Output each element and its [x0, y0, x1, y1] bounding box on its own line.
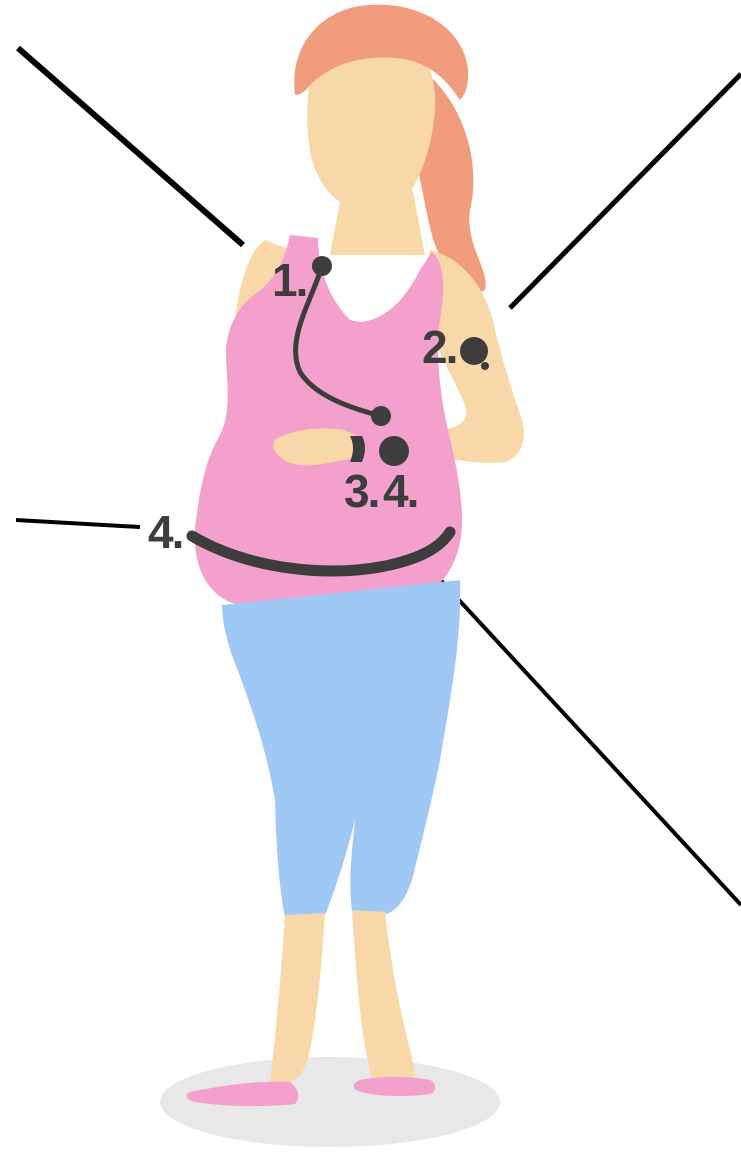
- chest-sensor-end-icon: [371, 406, 391, 426]
- arm-sensor-icon: [460, 337, 488, 365]
- watch-icon: [379, 436, 409, 466]
- label-watch: 4.: [383, 465, 417, 517]
- left-leg: [270, 913, 325, 1082]
- label-chest-sensor: 1.: [272, 254, 306, 306]
- label-arm-sensor: 2.: [422, 321, 456, 373]
- leader-line-top-left: [18, 48, 243, 245]
- label-wrist-band: 3.: [344, 465, 378, 517]
- label-belly-belt: 4.: [148, 506, 182, 558]
- leggings: [222, 580, 460, 918]
- leader-line-top-right: [510, 74, 741, 308]
- leader-line-left: [16, 520, 140, 527]
- arm-sensor-nub-icon: [481, 362, 489, 370]
